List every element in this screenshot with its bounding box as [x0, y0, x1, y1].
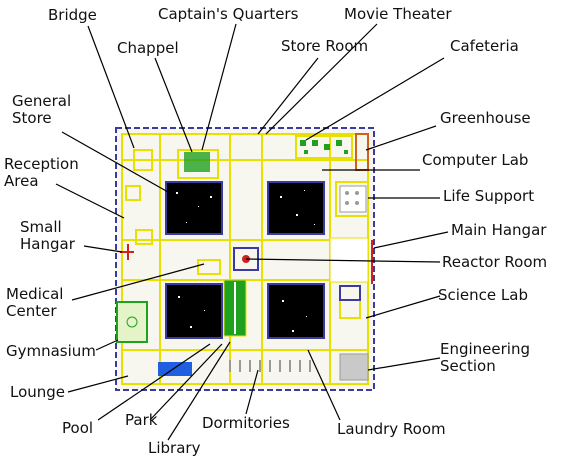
greenhouse-plants [300, 140, 348, 154]
label-bridge: Bridge [48, 6, 97, 24]
label-computer-lab: Computer Lab [422, 151, 529, 169]
label-cafeteria: Cafeteria [450, 37, 519, 55]
gym-court [116, 301, 148, 343]
label-science-lab: Science Lab [438, 286, 528, 304]
corridors [122, 134, 369, 384]
label-medical-center: Medical Center [6, 285, 64, 320]
label-library: Library [148, 439, 201, 457]
label-lounge: Lounge [10, 383, 66, 401]
label-captains-quarters: Captain's Quarters [158, 5, 299, 23]
label-chappel: Chappel [117, 39, 179, 57]
window-nw [165, 181, 223, 235]
leader-lines [55, 23, 449, 441]
label-life-support: Life Support [443, 187, 535, 205]
label-reception-area: Reception Area [4, 155, 79, 190]
label-laundry-room: Laundry Room [337, 420, 446, 438]
label-small-hangar: Small Hangar [20, 218, 75, 253]
small-hangar-ship [120, 244, 134, 260]
label-reactor-room: Reactor Room [442, 253, 548, 271]
label-main-hangar: Main Hangar [451, 221, 547, 239]
label-dormitories: Dormitories [202, 414, 290, 432]
label-greenhouse: Greenhouse [440, 109, 531, 127]
label-engineering-section: Engineering Section [440, 340, 530, 375]
window-ne [267, 181, 325, 235]
label-gymnasium: Gymnasium [6, 342, 96, 360]
label-movie-theater: Movie Theater [344, 5, 452, 23]
dormitory-beds [229, 360, 311, 372]
label-park: Park [125, 411, 158, 429]
window-sw [165, 283, 223, 339]
stars [176, 190, 315, 332]
label-general-store: General Store [12, 92, 72, 127]
pool-water [158, 362, 192, 376]
engineering-machinery [339, 353, 369, 381]
observation-windows [165, 181, 325, 339]
label-pool: Pool [62, 419, 94, 437]
chappel-room [184, 152, 210, 172]
label-store-room: Store Room [281, 37, 369, 55]
window-se [267, 283, 325, 339]
